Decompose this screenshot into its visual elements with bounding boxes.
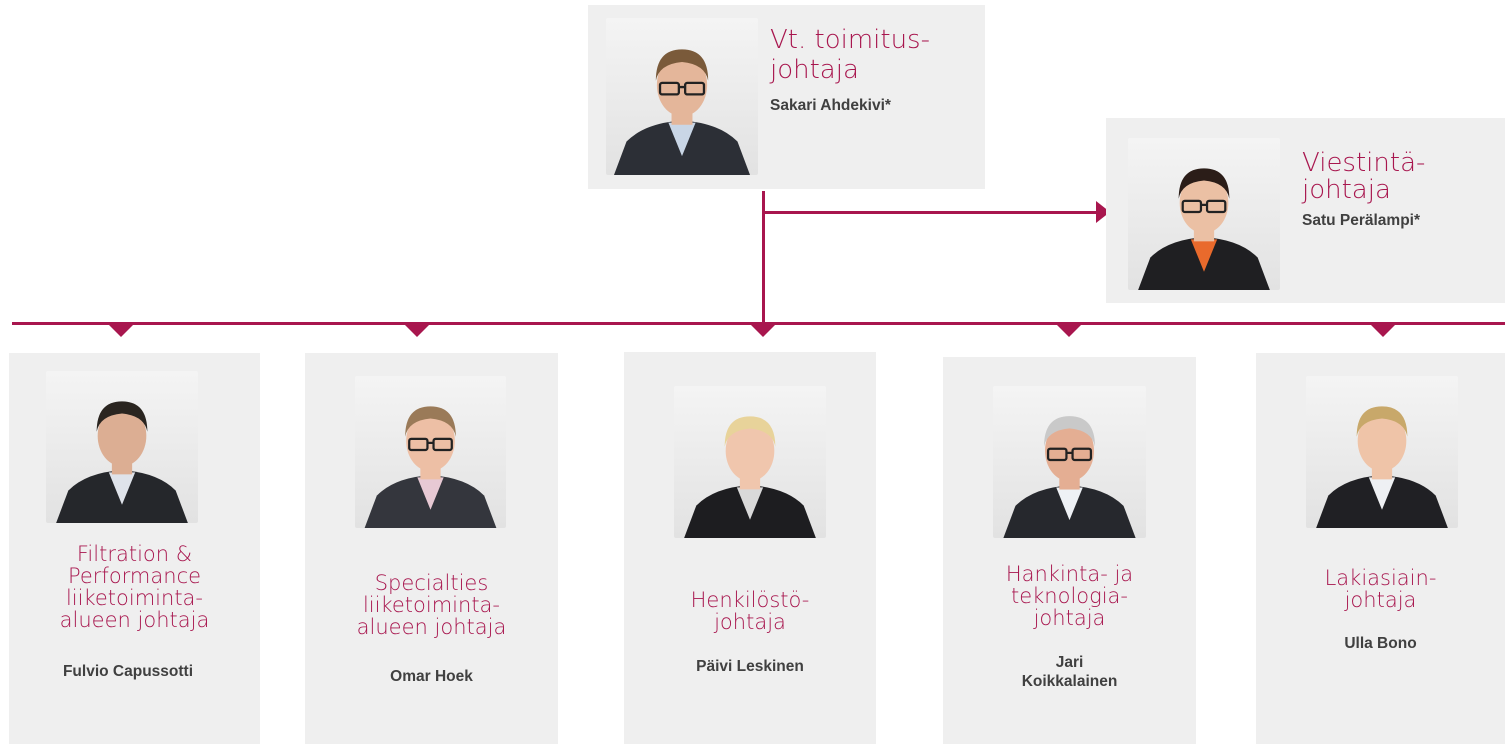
communications-title-line: johtaja — [1302, 175, 1391, 205]
report-card: Hankinta- ja teknologia- johtaja Jari Ko… — [943, 357, 1196, 744]
report-arrow-icon — [751, 325, 775, 337]
report-portrait — [46, 371, 198, 523]
report-title-line: alueen johtaja — [356, 615, 507, 639]
report-name: Fulvio Capussotti — [9, 662, 247, 681]
ceo-card: Vt. toimitus- johtaja Sakari Ahdekivi* — [588, 5, 985, 189]
report-name-line: Jari — [1055, 654, 1084, 671]
report-title: Specialties liiketoiminta- alueen johtaj… — [305, 572, 558, 638]
report-card: Specialties liiketoiminta- alueen johtaj… — [305, 353, 558, 744]
communications-title: Viestintä- johtaja — [1302, 150, 1425, 204]
ceo-title-line: Vt. toimitus- — [770, 25, 930, 55]
report-name-line: Päivi Leskinen — [696, 658, 804, 675]
report-portrait — [1306, 376, 1458, 528]
ceo-title-line: johtaja — [770, 55, 859, 85]
report-title-line: Henkilöstö- — [690, 588, 810, 612]
communications-connector — [762, 211, 1098, 214]
report-name: Ulla Bono — [1256, 634, 1505, 653]
report-portrait — [355, 376, 506, 528]
report-title-line: alueen johtaja — [59, 608, 210, 632]
report-title-line: Filtration & — [76, 542, 193, 566]
report-title-line: teknologia- — [1010, 584, 1129, 608]
ceo-title: Vt. toimitus- johtaja — [770, 25, 930, 85]
report-arrow-icon — [109, 325, 133, 337]
report-name: Omar Hoek — [305, 667, 558, 686]
report-title: Filtration & Performance liiketoiminta- … — [9, 543, 260, 631]
report-title-line: Performance — [67, 564, 202, 588]
report-name: Jari Koikkalainen — [943, 653, 1196, 691]
ceo-portrait — [606, 18, 758, 175]
report-portrait — [674, 386, 826, 538]
report-name-line: Fulvio Capussotti — [62, 663, 194, 680]
report-title-line: johtaja — [1033, 606, 1106, 630]
report-name-line: Ulla Bono — [1344, 635, 1417, 652]
report-name-line: Omar Hoek — [390, 668, 473, 685]
communications-card: Viestintä- johtaja Satu Perälampi* — [1106, 118, 1505, 303]
report-arrow-icon — [1371, 325, 1395, 337]
report-name-line: Koikkalainen — [1021, 673, 1118, 690]
report-title-line: Specialties — [374, 571, 489, 595]
reports-connector-horizontal — [12, 322, 1505, 325]
report-portrait — [993, 386, 1146, 538]
report-title: Hankinta- ja teknologia- johtaja — [943, 563, 1196, 629]
report-name: Päivi Leskinen — [624, 657, 876, 676]
report-card: Henkilöstö- johtaja Päivi Leskinen — [624, 352, 876, 744]
report-card: Lakiasiain- johtaja Ulla Bono — [1256, 353, 1505, 744]
report-arrow-icon — [405, 325, 429, 337]
communications-portrait — [1128, 138, 1280, 290]
communications-title-line: Viestintä- — [1302, 148, 1426, 178]
report-title: Henkilöstö- johtaja — [624, 589, 876, 633]
ceo-connector-vertical — [762, 191, 765, 326]
report-title-line: liiketoiminta- — [65, 586, 204, 610]
report-title: Lakiasiain- johtaja — [1256, 567, 1505, 611]
ceo-name: Sakari Ahdekivi* — [770, 97, 891, 114]
report-title-line: Lakiasiain- — [1324, 566, 1437, 590]
report-title-line: johtaja — [1344, 588, 1417, 612]
report-card: Filtration & Performance liiketoiminta- … — [9, 353, 260, 744]
report-arrow-icon — [1057, 325, 1081, 337]
report-title-line: liiketoiminta- — [362, 593, 501, 617]
report-title-line: johtaja — [714, 610, 786, 634]
communications-name: Satu Perälampi* — [1302, 212, 1421, 229]
report-title-line: Hankinta- ja — [1005, 562, 1134, 586]
